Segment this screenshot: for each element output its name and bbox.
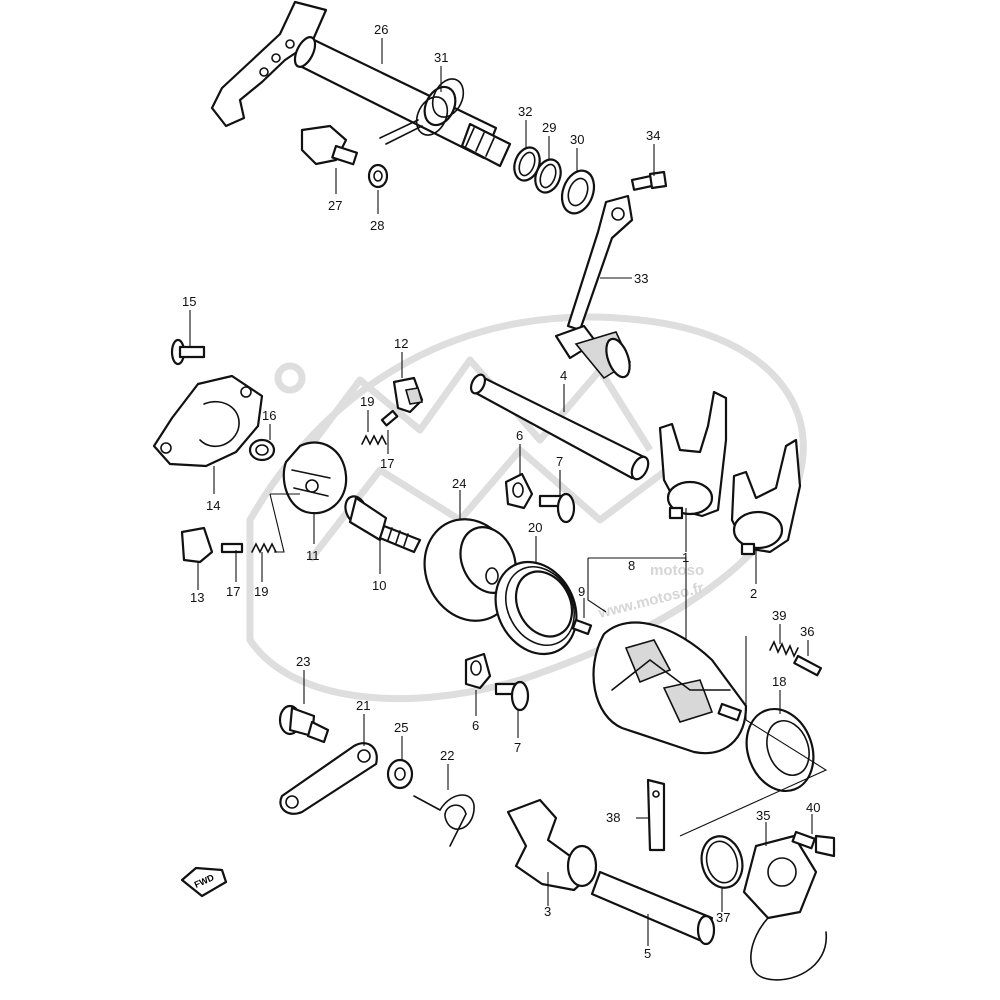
part-33-gearshift-lever [554, 194, 634, 380]
part-8-gearshift-cam [592, 621, 748, 755]
part-15-screw [170, 338, 206, 366]
part-31-return-spring [379, 78, 465, 145]
part-13-pawl [180, 526, 214, 564]
part-37-o-ring [700, 835, 744, 889]
callout-16: 16 [262, 408, 276, 423]
callout-9: 9 [578, 584, 585, 599]
callout-24: 24 [452, 476, 466, 491]
callout-26: 26 [374, 22, 388, 37]
callout-1: 1 [682, 550, 689, 565]
part-28-washer [367, 163, 389, 189]
callout-3: 3 [544, 904, 551, 919]
callout-31: 31 [434, 50, 448, 65]
part-1-shift-fork [658, 390, 728, 520]
fwd-arrow-icon: FWD [180, 866, 228, 898]
part-38-plate [646, 778, 666, 852]
part-4-fork-shaft [469, 373, 650, 481]
leader-lines [189, 38, 828, 946]
part-19-spring-lower [251, 542, 277, 554]
callout-17-top: 17 [380, 456, 394, 471]
callout-36: 36 [800, 624, 814, 639]
callout-6-upper: 6 [516, 428, 523, 443]
callout-labels: 26 31 32 29 30 34 27 28 33 15 12 4 19 16… [182, 22, 820, 961]
part-14-stopper-plate [152, 374, 264, 468]
part-2-shift-fork [730, 438, 802, 556]
part-40-bolt [791, 830, 836, 858]
part-22-spring [413, 794, 475, 847]
callout-22: 22 [440, 748, 454, 763]
part-10-bolt [344, 495, 422, 554]
callout-19-lower: 19 [254, 584, 268, 599]
watermark-brand: motoso [650, 562, 704, 579]
part-35-gear-position-switch [742, 834, 827, 981]
part-34-bolt [630, 170, 668, 191]
callout-37: 37 [716, 910, 730, 925]
callout-20: 20 [528, 520, 542, 535]
callout-7-upper: 7 [556, 454, 563, 469]
part-7-screw-upper [538, 492, 576, 524]
part-23-bolt [278, 704, 330, 744]
part-6-retainer-upper [504, 472, 534, 510]
callout-25: 25 [394, 720, 408, 735]
part-5-fork-shaft [590, 870, 716, 946]
part-21-shift-arm [279, 742, 378, 815]
callout-17-lower: 17 [226, 584, 240, 599]
callout-12: 12 [394, 336, 408, 351]
callout-32: 32 [518, 104, 532, 119]
callout-2: 2 [750, 586, 757, 601]
callout-5: 5 [644, 946, 651, 961]
part-9-pin [571, 618, 593, 636]
callout-30: 30 [570, 132, 584, 147]
part-19-spring-top [361, 434, 387, 446]
callout-11: 11 [306, 548, 320, 563]
part-6-retainer-lower [464, 652, 492, 690]
callout-40: 40 [806, 800, 820, 815]
callout-21: 21 [356, 698, 370, 713]
callout-10: 10 [372, 578, 386, 593]
part-27-bolt [300, 124, 359, 166]
part-26-gearshift-shaft [210, 0, 512, 168]
part-39-spring [769, 640, 799, 658]
callout-7-lower: 7 [514, 740, 521, 755]
callout-6-lower: 6 [472, 718, 479, 733]
callout-34: 34 [646, 128, 660, 143]
part-30-oil-seal [560, 169, 596, 215]
part-3-shift-fork [506, 798, 598, 892]
callout-8: 8 [628, 558, 635, 573]
callout-13: 13 [190, 590, 204, 605]
part-17-pin-lower [220, 542, 244, 554]
callout-19-top: 19 [360, 394, 374, 409]
part-29-washer [534, 158, 562, 194]
callout-39: 39 [772, 608, 786, 623]
callout-27: 27 [328, 198, 342, 213]
callout-28: 28 [370, 218, 384, 233]
callout-38: 38 [606, 810, 620, 825]
callout-4: 4 [560, 368, 567, 383]
callout-15: 15 [182, 294, 196, 309]
callout-35: 35 [756, 808, 770, 823]
part-7-screw-lower [494, 680, 530, 712]
part-11-cam-plate [282, 441, 348, 515]
callout-14: 14 [206, 498, 220, 513]
part-36-pin [793, 654, 823, 677]
part-20-bearing [494, 560, 578, 656]
part-16-bushing [248, 438, 276, 462]
part-12-pawl [392, 376, 424, 414]
callout-23: 23 [296, 654, 310, 669]
part-17-pin-top [380, 409, 399, 427]
callout-33: 33 [634, 271, 648, 286]
callout-18: 18 [772, 674, 786, 689]
callout-29: 29 [542, 120, 556, 135]
part-18-bearing [745, 707, 815, 793]
part-25-washer [386, 758, 414, 790]
